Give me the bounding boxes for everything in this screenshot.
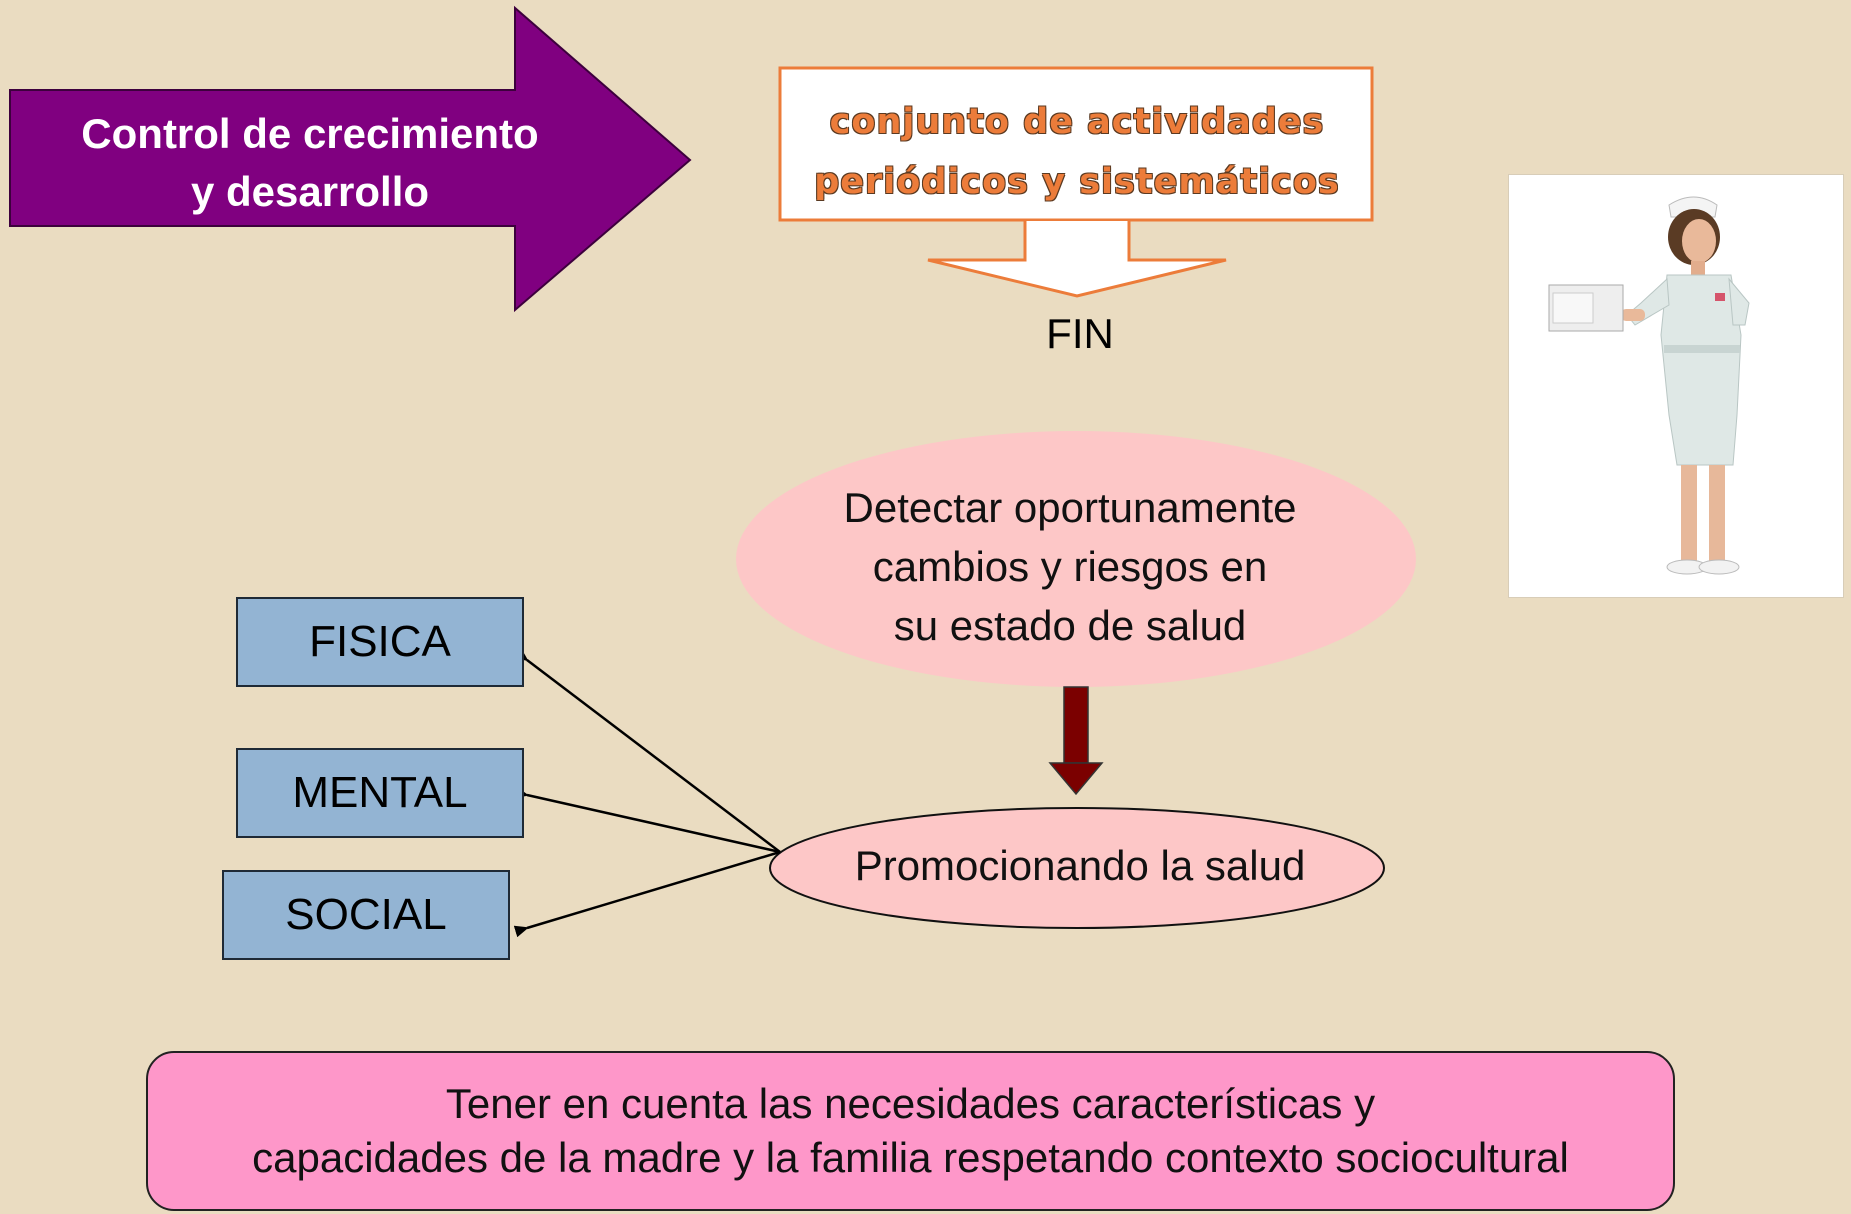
definition-line2: periódicos y sistemáticos bbox=[814, 162, 1340, 202]
mental-box: MENTAL bbox=[236, 748, 524, 838]
connector-mental bbox=[513, 786, 781, 854]
dark-red-down-arrow bbox=[1048, 686, 1104, 796]
fin-label: FIN bbox=[1046, 310, 1114, 357]
control-arrow-label: Control de crecimiento y desarrollo bbox=[10, 105, 610, 221]
definition-label: conjunto de actividades periódicos y sis… bbox=[782, 92, 1372, 212]
connector-social bbox=[513, 850, 781, 938]
goal-line1: Detectar oportunamente bbox=[843, 484, 1297, 531]
bottom-note-box: Tener en cuenta las necesidades caracter… bbox=[146, 1051, 1675, 1211]
goal-line3: su estado de salud bbox=[893, 602, 1247, 649]
social-box: SOCIAL bbox=[222, 870, 510, 960]
control-arrow-line1: Control de crecimiento bbox=[81, 110, 539, 157]
goal-label: Detectar oportunamente cambios y riesgos… bbox=[740, 478, 1400, 655]
note-line1: Tener en cuenta las necesidades caracter… bbox=[445, 1080, 1376, 1127]
control-arrow-line2: y desarrollo bbox=[190, 168, 430, 215]
note-line2: capacidades de la madre y la familia res… bbox=[252, 1134, 1569, 1181]
goal-line2: cambios y riesgos en bbox=[872, 543, 1268, 590]
nurse-illustration bbox=[1508, 174, 1844, 598]
definition-box bbox=[778, 66, 1374, 222]
goal-ellipse bbox=[736, 431, 1416, 687]
promotion-label: Promocionando la salud bbox=[854, 842, 1306, 889]
definition-line1: conjunto de actividades bbox=[829, 102, 1325, 142]
definition-down-arrow bbox=[927, 221, 1227, 298]
fisica-box: FISICA bbox=[236, 597, 524, 687]
promotion-ellipse bbox=[769, 807, 1385, 929]
control-arrow-shape bbox=[9, 5, 692, 313]
connector-fisica bbox=[513, 647, 781, 853]
nurse-figure bbox=[1548, 196, 1750, 575]
